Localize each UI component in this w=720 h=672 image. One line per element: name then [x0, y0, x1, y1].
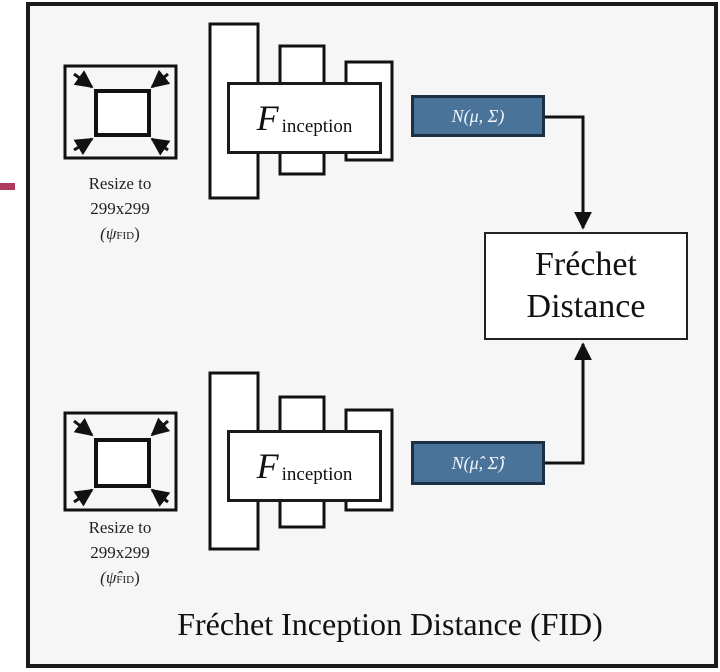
resize-text-bottom: Resize to: [88, 518, 152, 537]
inception-subscript-bottom: inception: [281, 464, 353, 485]
resize-label-top: Resize to 299x299 (ψFID): [60, 171, 180, 249]
psi-label-bottom: (ψ̂FID): [100, 568, 140, 587]
inception-subscript-top: inception: [281, 116, 353, 137]
resize-icon-top: [63, 64, 178, 160]
resize-label-bottom: Resize to 299x299 (ψ̂FID): [60, 515, 180, 593]
resize-text-top: Resize to: [88, 174, 152, 193]
psi-label-top: (ψFID): [100, 224, 140, 243]
metric-line-1: Fréchet: [535, 246, 637, 283]
inception-symbol-bottom: F: [256, 446, 279, 486]
diagram-caption: Fréchet Inception Distance (FID): [177, 606, 603, 642]
resize-size-top: 299x299: [90, 199, 150, 218]
inception-symbol-top: F: [256, 98, 279, 138]
arrow-bottom-to-distance: [545, 342, 592, 465]
accent-mark: [0, 183, 15, 190]
frechet-distance-box: Fréchet Distance: [484, 232, 688, 340]
metric-line-2: Distance: [526, 288, 646, 325]
distribution-box-top: N(μ, Σ): [411, 95, 545, 137]
resize-size-bottom: 299x299: [90, 543, 150, 562]
resize-icon-bottom: [63, 411, 178, 512]
arrow-top-to-distance: [545, 115, 592, 230]
distribution-box-bottom: N(μ̂, Σ̂): [411, 441, 545, 485]
